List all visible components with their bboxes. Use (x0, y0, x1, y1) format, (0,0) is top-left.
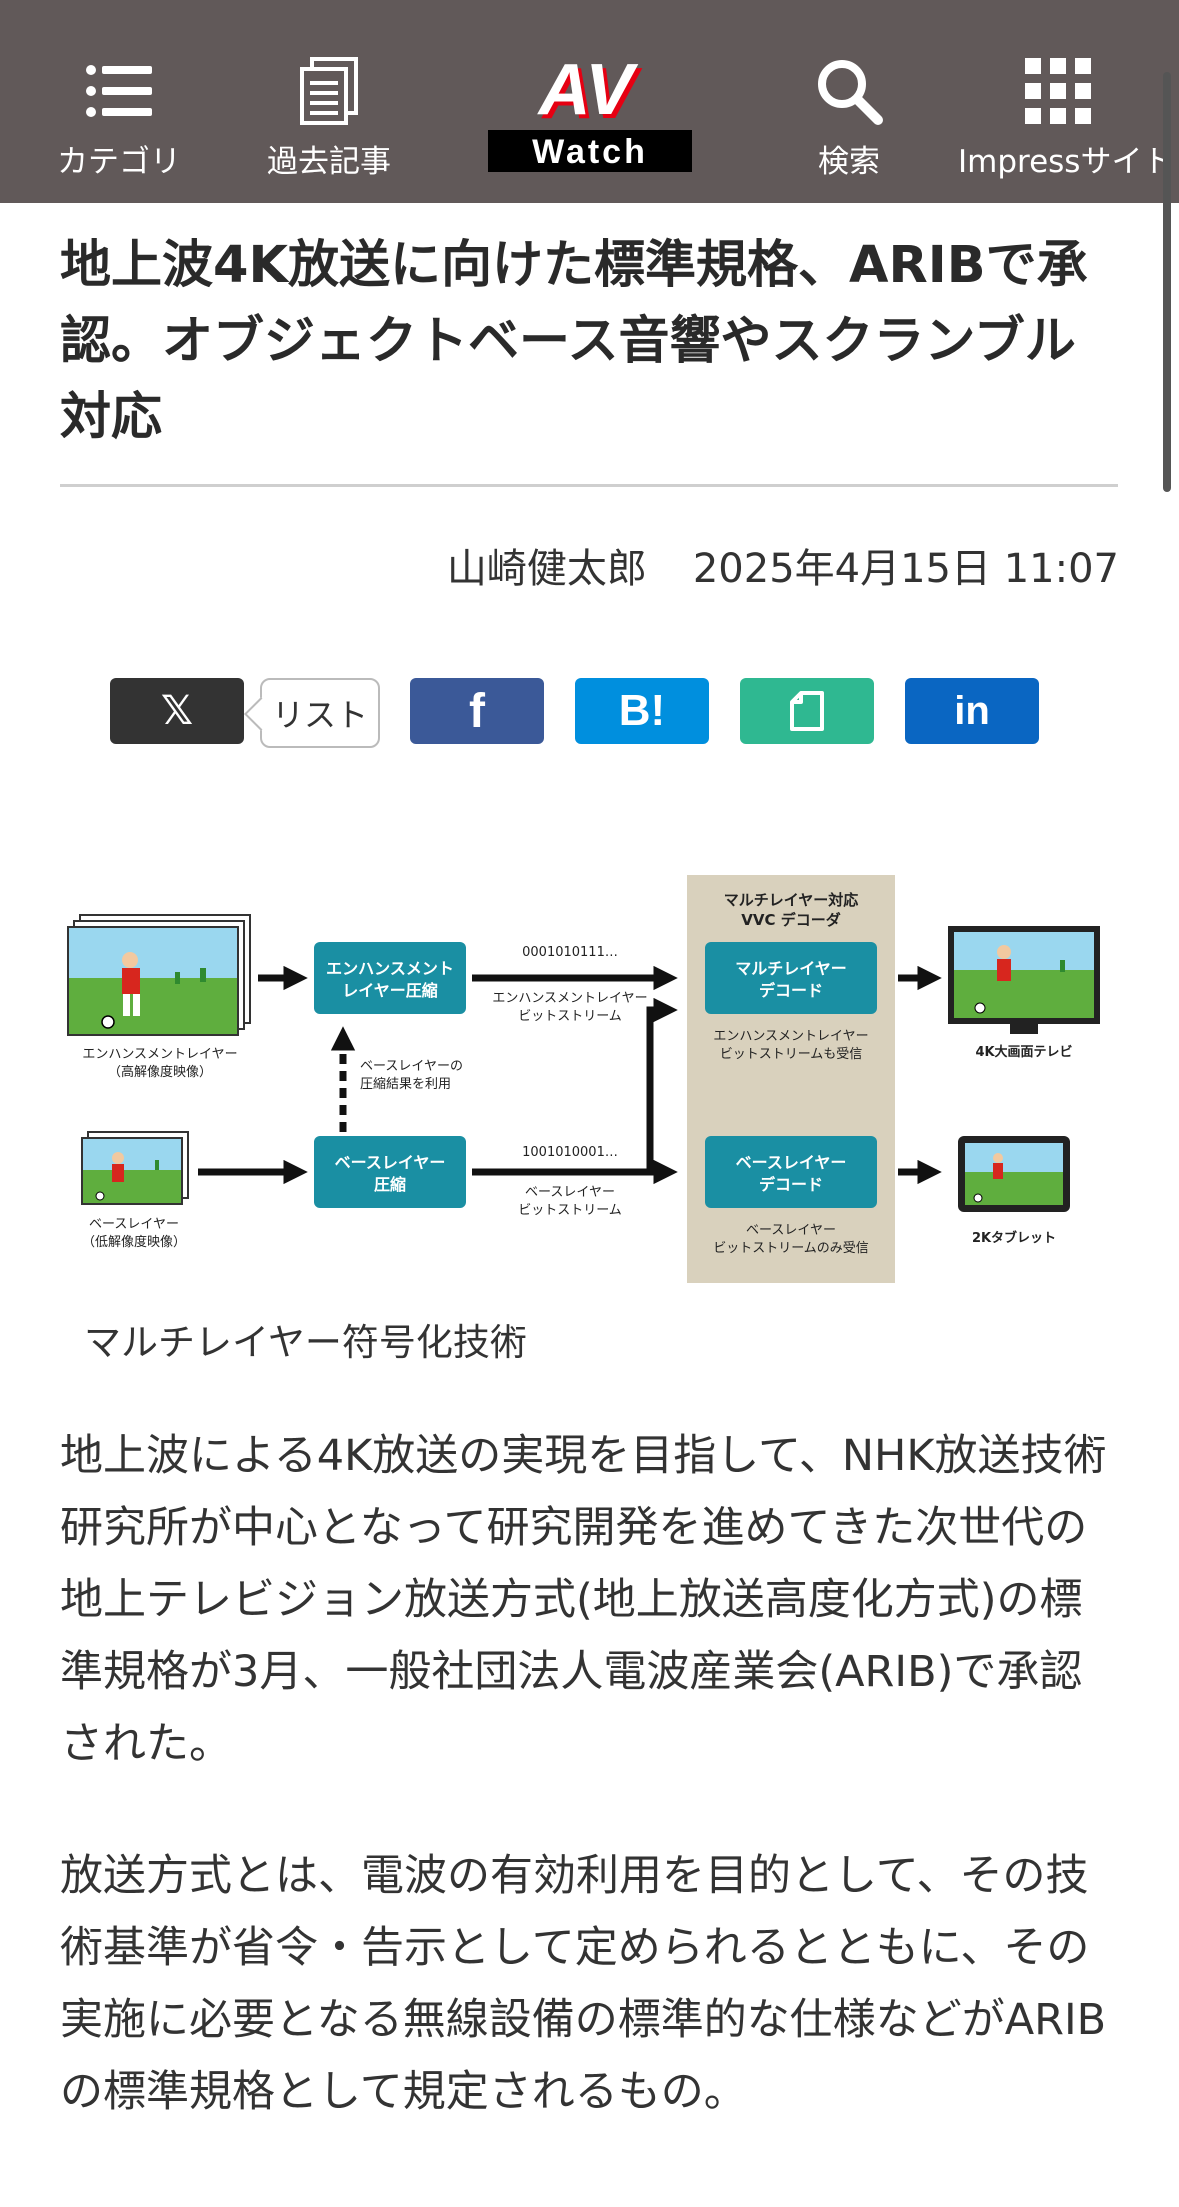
enhancement-receive-label-2: ビットストリームも受信 (720, 1047, 863, 1062)
enhancement-source-label-2: （高解像度映像） (108, 1064, 212, 1080)
decoder-title-1: マルチレイヤー対応 (724, 891, 859, 909)
enhancement-source-image (67, 914, 251, 1036)
share-linkedin-button[interactable]: in (905, 678, 1039, 744)
share-note-button[interactable] (740, 678, 874, 744)
tv-4k-image (948, 926, 1100, 1034)
av-watch-logo-graphic: AV AV Watch (488, 50, 692, 172)
base-stream-label-1: ベースレイヤー (525, 1185, 615, 1200)
logo-av-text: AV (537, 56, 640, 130)
base-source-label-2: （低解像度映像） (82, 1234, 186, 1250)
base-receive-label-2: ビットストリームのみ受信 (713, 1241, 869, 1256)
decoder-panel (687, 875, 895, 1283)
article-author[interactable]: 山崎健太郎 (446, 546, 647, 592)
nav-search-label: 検索 (818, 144, 880, 180)
av-watch-logo[interactable]: AV AV Watch (488, 50, 692, 174)
article-title: 地上波4K放送に向けた標準規格、ARIBで承認。オブジェクトベース音響やスクラン… (60, 236, 1088, 447)
title-divider (60, 484, 1118, 487)
documents-icon (300, 57, 358, 125)
enhancement-stream-label-2: ビットストリーム (518, 1009, 622, 1024)
use-result-label-1: ベースレイヤーの (360, 1059, 463, 1074)
nav-search-button[interactable]: 検索 (749, 52, 949, 181)
facebook-icon: f (469, 684, 485, 738)
list-icon (86, 65, 152, 117)
nav-archive-label: 過去記事 (267, 144, 391, 180)
base-encoder-label-1: ベースレイヤー (335, 1153, 446, 1172)
body-paragraph: 放送方式とは、電波の有効利用を目的として、その技術基準が省令・告示として定められ… (60, 1851, 1107, 2117)
enhancement-encoder-label-1: エンハンスメント (326, 959, 454, 978)
nav-impress-sites-button[interactable]: Impressサイト (958, 52, 1174, 181)
nav-archive-button[interactable]: 過去記事 (229, 52, 429, 181)
share-facebook-button[interactable]: f (410, 678, 544, 744)
base-decode-label-1: ベースレイヤー (736, 1153, 847, 1172)
nav-category-label: カテゴリ (57, 144, 181, 180)
article-date: 2025年4月15日 11:07 (692, 546, 1119, 592)
multilayer-decode-box (705, 942, 877, 1014)
grid-icon (1025, 58, 1091, 124)
tv-4k-label: 4K大画面テレビ (975, 1044, 1072, 1060)
figure-caption: マルチレイヤー符号化技術 (84, 1321, 527, 1364)
base-encoder-box (314, 1136, 466, 1208)
base-receive-label-1: ベースレイヤー (746, 1223, 836, 1238)
multilayer-decode-label-2: デコード (759, 981, 823, 1000)
decoder-title-2: VVC デコーダ (741, 911, 840, 929)
multilayer-decode-label-1: マルチレイヤー (735, 959, 847, 978)
base-source-label-1: ベースレイヤー (89, 1217, 179, 1232)
base-decode-box (705, 1136, 877, 1208)
enhancement-encoder-box (314, 942, 466, 1014)
x-icon: 𝕏 (160, 688, 194, 734)
base-source-image (81, 1131, 189, 1205)
note-icon (790, 691, 824, 731)
multilayer-diagram: マルチレイヤー対応 VVC デコーダ エンハンスメントレイヤー （高解像度映像） (67, 875, 1100, 1283)
enhancement-encoder-label-2: レイヤー圧縮 (342, 981, 438, 1000)
multilayer-coding-figure[interactable]: マルチレイヤー対応 VVC デコーダ エンハンスメントレイヤー （高解像度映像） (60, 860, 1118, 1290)
enhancement-source-label-1: エンハンスメントレイヤー (82, 1047, 237, 1062)
linkedin-icon: in (954, 688, 990, 733)
enhancement-stream-label-1: エンハンスメントレイヤー (492, 991, 647, 1006)
tablet-2k-label: 2Kタブレット (972, 1230, 1056, 1246)
base-stream-label-2: ビットストリーム (518, 1203, 622, 1218)
enhancement-receive-label-1: エンハンスメントレイヤー (713, 1029, 868, 1044)
search-icon (818, 60, 883, 125)
tablet-2k-image (958, 1136, 1070, 1212)
base-encoder-label-2: 圧縮 (374, 1175, 406, 1194)
share-hatena-button[interactable]: B! (575, 678, 709, 744)
nav-impress-sites-label: Impressサイト (958, 144, 1174, 180)
article-byline: 山崎健太郎 2025年4月15日 11:07 (447, 536, 1119, 594)
base-bits: 1001010001… (522, 1145, 618, 1160)
nav-category-button[interactable]: カテゴリ (19, 52, 219, 181)
page-scrollbar[interactable] (1163, 72, 1171, 492)
base-decode-label-2: デコード (759, 1175, 823, 1194)
logo-watch-text: Watch (532, 133, 648, 171)
use-result-label-2: 圧縮結果を利用 (360, 1076, 451, 1092)
share-x-button[interactable]: 𝕏 (110, 678, 244, 744)
enhancement-bits: 0001010111… (522, 945, 618, 960)
logo-av-shadow: AV (541, 56, 644, 134)
hatena-bookmark-icon: B! (618, 686, 666, 735)
body-paragraph: 地上波による4K放送の実現を目指して、NHK放送技術研究所が中心となって研究開発… (60, 1431, 1107, 1769)
top-navigation-bar: カテゴリ 過去記事 AV AV Watch (0, 0, 1179, 203)
x-list-bubble[interactable]: リスト (260, 678, 380, 748)
